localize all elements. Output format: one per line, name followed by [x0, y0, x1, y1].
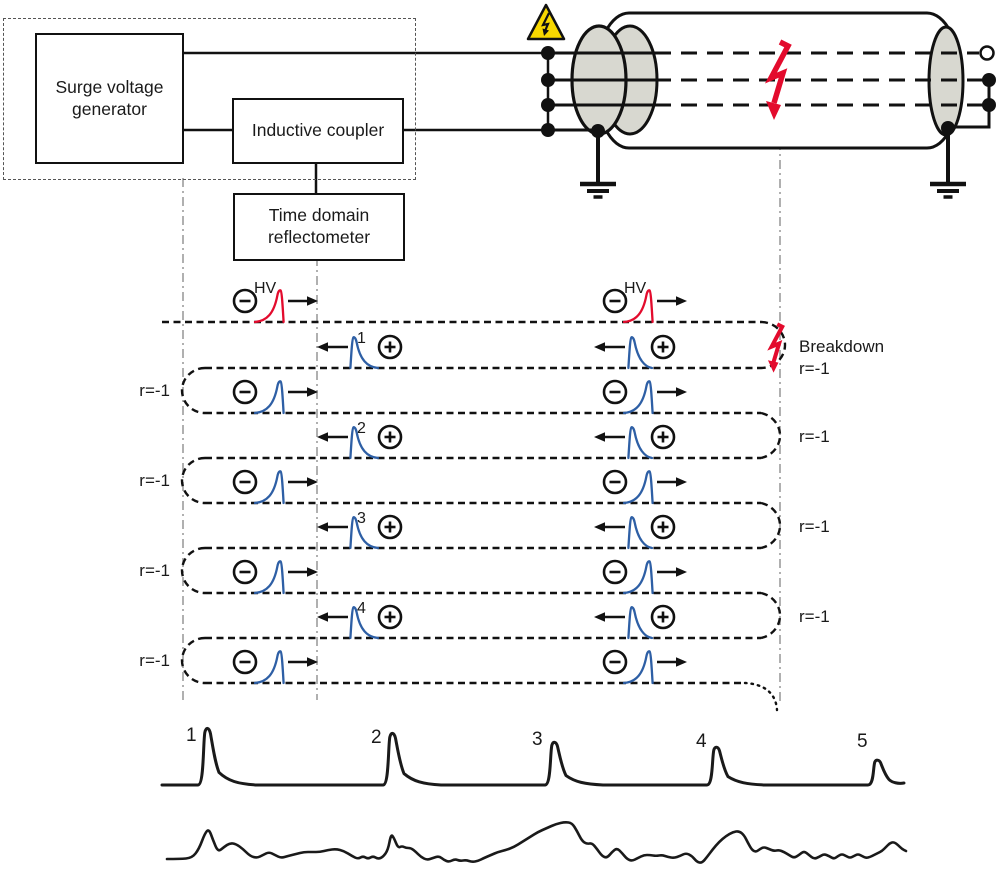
trace-pulse-label-4: 4 — [696, 731, 707, 752]
direction-arrowhead — [594, 522, 605, 532]
echo-pulse — [349, 516, 380, 550]
tdr-trace-clean — [160, 726, 906, 787]
ground-symbol-left — [580, 131, 616, 199]
direction-arrowhead — [307, 477, 318, 487]
direction-arrowhead — [307, 296, 318, 306]
bounce-turn-left — [180, 546, 206, 595]
echo-number-2: 2 — [357, 420, 366, 437]
reflection-label-left-1: r=-1 — [139, 381, 170, 400]
echo-number-4: 4 — [357, 600, 366, 617]
direction-arrowhead — [676, 657, 687, 667]
reflection-label-left-4: r=-1 — [139, 651, 170, 670]
echo-pulse — [627, 606, 654, 640]
tdr-trace-noisy — [165, 821, 908, 864]
bounce-turn-right — [760, 501, 782, 550]
direction-arrowhead — [317, 432, 328, 442]
bounce-turn-right — [760, 411, 782, 460]
reflection-label-right-3: r=-1 — [799, 607, 830, 626]
surge-voltage-generator-box: Surge voltage generator — [35, 33, 184, 164]
direction-arrowhead — [676, 387, 687, 397]
reflection-label-right-2: r=-1 — [799, 517, 830, 536]
cable-conductors — [548, 51, 991, 132]
echo-pulse — [349, 336, 380, 370]
direction-arrowhead — [307, 657, 318, 667]
echo-pulse — [627, 336, 654, 370]
surge-pulse — [253, 289, 285, 324]
surge-pulse — [622, 289, 654, 324]
echo-number-3: 3 — [357, 510, 366, 527]
inductive-coupler-box: Inductive coupler — [232, 98, 404, 164]
ground-symbol-right — [930, 128, 966, 199]
echo-pulse — [253, 650, 285, 685]
open-terminal — [979, 45, 995, 61]
cable — [526, 3, 996, 199]
hv-label-left: HV — [254, 280, 277, 297]
echo-number-1: 1 — [357, 330, 366, 347]
bounce-turn-right — [760, 591, 782, 640]
high-voltage-warning-icon — [526, 3, 566, 41]
direction-arrowhead — [594, 342, 605, 352]
bounce-turn-left — [180, 456, 206, 505]
bounce-diagram — [162, 288, 787, 712]
echo-pulse — [253, 560, 285, 595]
surge-voltage-generator-label: Surge voltage generator — [55, 76, 164, 119]
direction-arrowhead — [594, 432, 605, 442]
bounce-turn-left — [180, 636, 206, 685]
trace-pulse-label-5: 5 — [857, 731, 868, 752]
trace-pulse-label-2: 2 — [371, 727, 382, 748]
echo-pulse — [622, 470, 654, 505]
tdr-traces — [160, 726, 908, 864]
direction-arrowhead — [317, 612, 328, 622]
bounce-tail — [743, 681, 779, 712]
echo-pulse — [622, 650, 654, 685]
breakdown-label: Breakdown — [799, 337, 885, 356]
direction-arrowhead — [317, 342, 328, 352]
echo-pulse — [622, 380, 654, 415]
trace-pulse-label-3: 3 — [532, 729, 543, 750]
time-domain-reflectometer-label: Time domain reflectometer — [267, 205, 371, 247]
inductive-coupler-label: Inductive coupler — [251, 120, 385, 141]
direction-arrowhead — [594, 612, 605, 622]
direction-arrowhead — [676, 477, 687, 487]
dashdot-guides — [182, 122, 781, 703]
time-domain-reflectometer-box: Time domain reflectometer — [233, 193, 405, 261]
reflection-label-left-2: r=-1 — [139, 471, 170, 490]
direction-arrowhead — [307, 567, 318, 577]
echo-pulse — [622, 560, 654, 595]
bounce-turn-left — [180, 366, 206, 415]
echo-pulse — [349, 606, 380, 640]
direction-arrowhead — [317, 522, 328, 532]
direction-arrowhead — [307, 387, 318, 397]
reflection-label-left-3: r=-1 — [139, 561, 170, 580]
breakdown-reflection-label: r=-1 — [799, 359, 830, 378]
trace-pulse-label-1: 1 — [186, 725, 197, 746]
echo-pulse — [253, 470, 285, 505]
bounce-breakdown-bolt-icon — [767, 322, 785, 373]
hv-label-right: HV — [624, 280, 647, 297]
generator-enclosure — [3, 18, 416, 180]
block-connectors — [180, 51, 550, 193]
direction-arrowhead — [676, 296, 687, 306]
echo-pulse — [253, 380, 285, 415]
direction-arrowhead — [676, 567, 687, 577]
echo-pulse — [627, 426, 654, 460]
breakdown-bolt-icon — [764, 39, 792, 120]
echo-pulse — [349, 426, 380, 460]
echo-pulse — [627, 516, 654, 550]
reflection-label-right-1: r=-1 — [799, 427, 830, 446]
